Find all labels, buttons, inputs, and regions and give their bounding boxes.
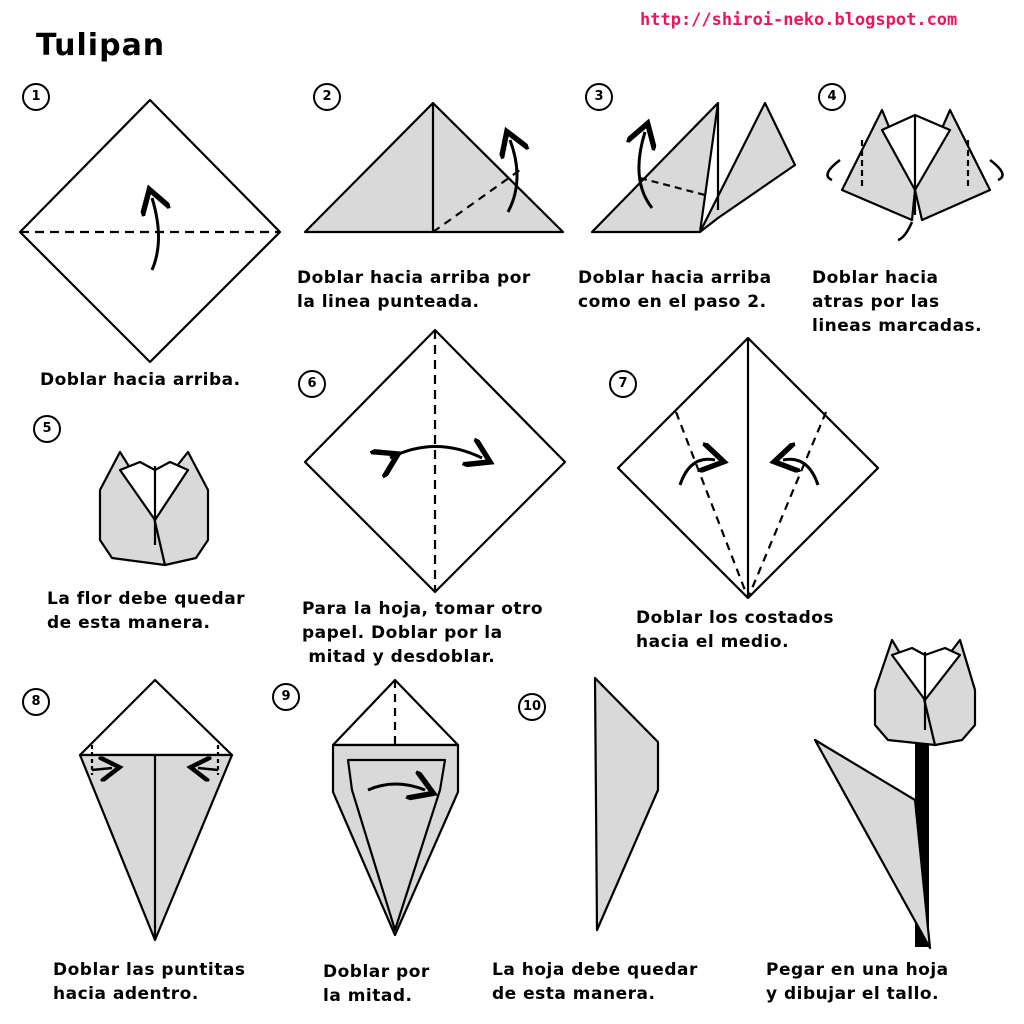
step-number-2: 2	[313, 83, 341, 111]
step-number-7: 7	[609, 370, 637, 398]
step-number-5: 5	[33, 415, 61, 443]
step-10-caption: La hoja debe quedar de esta manera.	[492, 960, 698, 1004]
step-9-caption: Doblar por la mitad.	[323, 962, 430, 1006]
step-7-caption: Doblar los costados hacia el medio.	[636, 608, 835, 652]
step-5-figure	[98, 450, 210, 567]
step-1-caption: Doblar hacia arriba.	[40, 370, 241, 390]
page-title: Tulipan	[36, 28, 166, 63]
step-10-figure	[593, 676, 660, 932]
step-5-caption: La flor debe quedar de esta manera.	[47, 589, 246, 633]
step-number-1: 1	[22, 83, 50, 111]
step-number-10: 10	[518, 693, 546, 721]
source-url[interactable]: http://shiroi-neko.blogspot.com	[640, 10, 958, 30]
step-number-9: 9	[272, 683, 300, 711]
step-3-figure	[590, 101, 797, 234]
step-8-figure	[78, 678, 234, 942]
step-2-figure	[303, 101, 565, 234]
step-number-8: 8	[22, 688, 50, 716]
step-6-caption: Para la hoja, tomar otro papel. Doblar p…	[302, 599, 544, 667]
step-2-caption: Doblar hacia arriba por la linea puntead…	[297, 268, 531, 312]
step-6-figure	[303, 328, 567, 594]
step-3-caption: Doblar hacia arriba como en el paso 2.	[578, 268, 772, 312]
step-number-6: 6	[298, 370, 326, 398]
step-number-3: 3	[585, 83, 613, 111]
step-4-figure	[826, 108, 1004, 242]
step-number-4: 4	[818, 83, 846, 111]
step-8-caption: Doblar las puntitas hacia adentro.	[53, 960, 246, 1004]
final-tulip-figure	[813, 638, 977, 950]
step-9-figure	[331, 678, 460, 937]
step-4-caption: Doblar hacia atras por las lineas marcad…	[812, 268, 983, 336]
step-1-figure	[18, 98, 282, 364]
final-caption: Pegar en una hoja y dibujar el tallo.	[766, 960, 949, 1004]
step-7-figure	[616, 336, 880, 600]
